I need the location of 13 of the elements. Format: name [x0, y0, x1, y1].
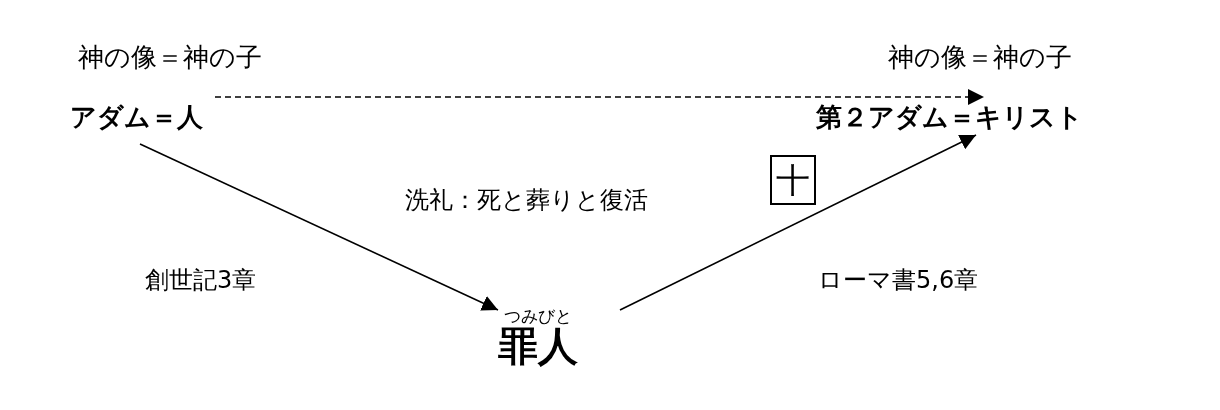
label-text: ローマ書5,6章 — [818, 266, 979, 295]
label-text: 創世記3章 — [145, 266, 257, 295]
caption-text: 神の像＝神の子 — [78, 42, 262, 74]
text-box: 十 — [770, 155, 816, 205]
node-text: アダム＝人 — [70, 102, 203, 132]
node-text: 第２アダム＝キリスト — [816, 102, 1083, 132]
arrow — [619, 134, 977, 311]
dashed-arrow — [214, 89, 985, 105]
label-text: 洗礼：死と葬りと復活 — [405, 186, 648, 215]
arrow — [139, 143, 499, 311]
ruby-text: つみびと — [504, 308, 572, 325]
node-text: 罪人 — [498, 325, 578, 367]
caption-text: 神の像＝神の子 — [888, 42, 1072, 74]
